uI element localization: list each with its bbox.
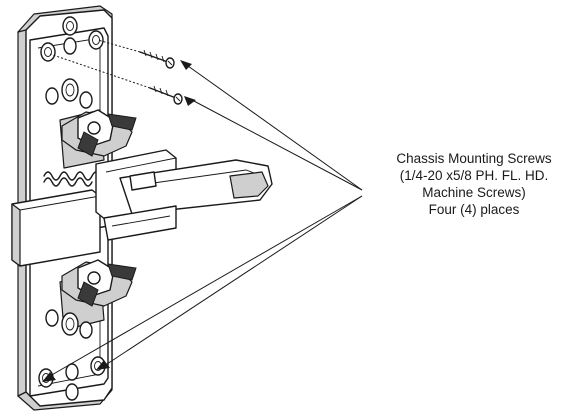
upper-hole-cluster [40, 16, 104, 109]
callout-line-4: Four (4) places [428, 202, 520, 217]
linkage-arm [95, 149, 273, 241]
leader-lines [49, 39, 363, 377]
lower-cam-knob [61, 259, 137, 307]
callout-label: Chassis Mounting Screws (1/4-20 x5/8 PH.… [366, 150, 582, 218]
spring [43, 171, 101, 187]
callout-line-3: Machine Screws) [422, 185, 526, 200]
callout-line-1: Chassis Mounting Screws [396, 151, 552, 166]
leader-arrowheads [42, 60, 196, 382]
chassis-screw-lower [149, 85, 183, 105]
chassis-screw-upper [139, 49, 175, 69]
hinge-block [11, 189, 101, 267]
callout-line-2: (1/4-20 x5/8 PH. FL. HD. [399, 168, 549, 183]
upper-cam-knob [61, 109, 137, 157]
